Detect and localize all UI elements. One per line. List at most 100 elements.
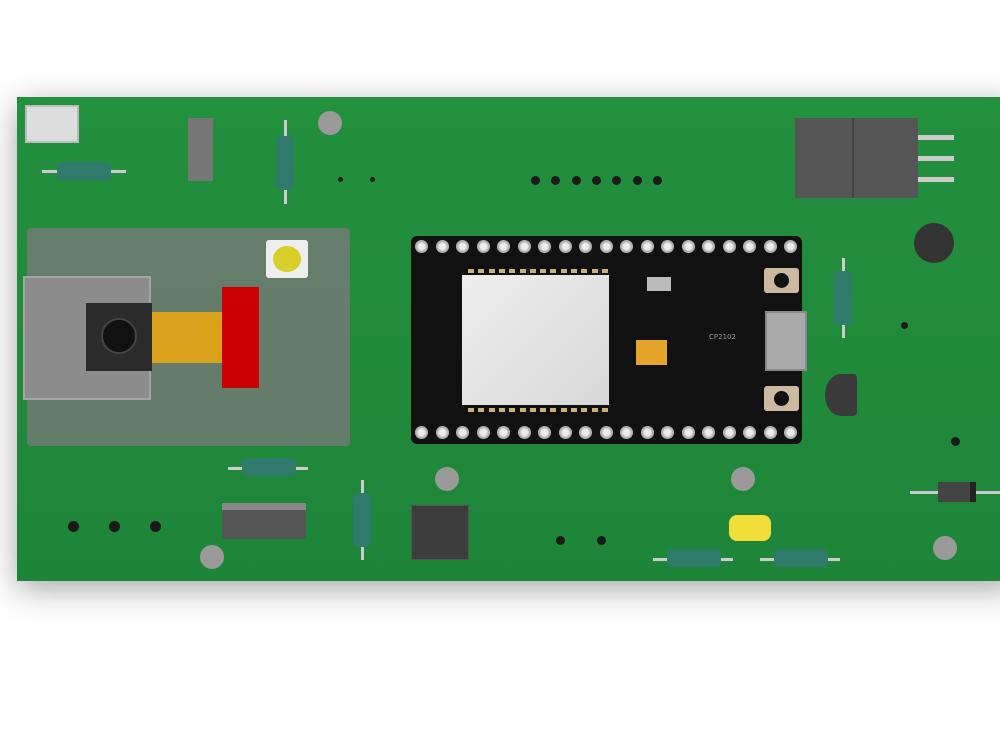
header-pin bbox=[661, 240, 674, 253]
header-pin bbox=[640, 240, 654, 253]
resistor bbox=[57, 162, 111, 180]
via bbox=[572, 176, 581, 185]
via bbox=[338, 177, 343, 182]
module-pad bbox=[468, 269, 474, 273]
resistor bbox=[774, 549, 828, 567]
module-pad bbox=[560, 408, 567, 412]
module-pad bbox=[571, 269, 577, 273]
module-pad bbox=[519, 408, 526, 412]
transistor bbox=[825, 374, 857, 416]
camera-lens-center bbox=[101, 318, 137, 354]
header-pin bbox=[415, 240, 428, 253]
module-pad bbox=[498, 269, 505, 273]
header-pin bbox=[456, 426, 469, 439]
module-pad bbox=[550, 269, 557, 273]
via bbox=[633, 176, 642, 185]
header-pin bbox=[702, 426, 715, 439]
smd-bridge bbox=[222, 503, 306, 539]
module-pad bbox=[529, 269, 536, 273]
module-pad bbox=[488, 269, 495, 273]
header-pin bbox=[784, 240, 797, 253]
via bbox=[556, 536, 565, 545]
header-pin bbox=[538, 426, 551, 439]
header-pin bbox=[722, 240, 736, 253]
module-pad bbox=[581, 408, 588, 412]
mounting-hole bbox=[200, 545, 224, 569]
pad-large bbox=[914, 223, 954, 263]
smd-part bbox=[647, 277, 671, 291]
header-pin bbox=[620, 426, 633, 439]
jst-connector bbox=[25, 105, 79, 143]
header-pin bbox=[763, 240, 777, 253]
tantalum-capacitor bbox=[636, 340, 667, 365]
header-pin bbox=[620, 240, 633, 253]
mounting-hole bbox=[318, 111, 342, 135]
header-pin bbox=[497, 426, 510, 439]
via bbox=[951, 437, 960, 446]
regulator-tab-edge bbox=[852, 118, 854, 198]
header-pin bbox=[476, 426, 490, 439]
flash-led-lens bbox=[273, 246, 301, 272]
header-pin bbox=[579, 426, 592, 439]
header-pin bbox=[599, 426, 613, 439]
header-pin bbox=[456, 240, 469, 253]
header-pin bbox=[579, 240, 592, 253]
mounting-hole bbox=[435, 467, 459, 491]
via bbox=[901, 322, 908, 329]
header-pin bbox=[415, 426, 428, 439]
module-pad bbox=[540, 269, 547, 273]
module-pad bbox=[519, 269, 526, 273]
module-pad bbox=[509, 269, 516, 273]
module-pad bbox=[581, 269, 588, 273]
lead bbox=[918, 135, 954, 140]
via bbox=[551, 176, 560, 185]
resistor bbox=[353, 493, 371, 547]
module-pad bbox=[591, 269, 598, 273]
header-pin bbox=[558, 240, 572, 253]
yellow-capacitor bbox=[729, 515, 771, 541]
header-pin bbox=[681, 240, 695, 253]
header-pin bbox=[743, 426, 756, 439]
header-pin bbox=[558, 426, 572, 439]
module-pad bbox=[488, 408, 495, 412]
mounting-hole bbox=[731, 467, 755, 491]
header-pin bbox=[661, 426, 674, 439]
via bbox=[597, 536, 606, 545]
module-pad bbox=[550, 408, 557, 412]
via bbox=[653, 176, 662, 185]
header-pin bbox=[599, 240, 613, 253]
optocoupler bbox=[411, 505, 469, 560]
resistor bbox=[242, 458, 296, 476]
mounting-hole bbox=[933, 536, 957, 560]
button-cap bbox=[774, 391, 789, 406]
module-pad bbox=[601, 269, 608, 273]
module-pad bbox=[509, 408, 516, 412]
voltage-regulator bbox=[795, 118, 918, 198]
via bbox=[612, 176, 621, 185]
header-pin bbox=[497, 240, 510, 253]
resistor bbox=[276, 136, 294, 190]
header-pin bbox=[681, 426, 695, 439]
header-pin bbox=[743, 240, 756, 253]
via bbox=[370, 177, 375, 182]
header-pin bbox=[435, 426, 449, 439]
header-pin bbox=[517, 426, 531, 439]
header-pin bbox=[476, 240, 490, 253]
resistor bbox=[667, 549, 721, 567]
header-pin bbox=[435, 240, 449, 253]
module-pad bbox=[478, 408, 485, 412]
esp32-shield bbox=[462, 275, 609, 405]
header-pin bbox=[722, 426, 736, 439]
cp2102-label: CP2102 bbox=[709, 333, 736, 341]
diode bbox=[938, 482, 976, 502]
header-pin bbox=[702, 240, 715, 253]
button-cap bbox=[774, 273, 789, 288]
via bbox=[531, 176, 540, 185]
module-pad bbox=[540, 408, 547, 412]
module-pad bbox=[560, 269, 567, 273]
module-pad bbox=[601, 408, 608, 412]
header-pin bbox=[517, 240, 531, 253]
header-pin bbox=[763, 426, 777, 439]
camera-flex-cable bbox=[152, 312, 223, 363]
resistor bbox=[834, 271, 852, 325]
